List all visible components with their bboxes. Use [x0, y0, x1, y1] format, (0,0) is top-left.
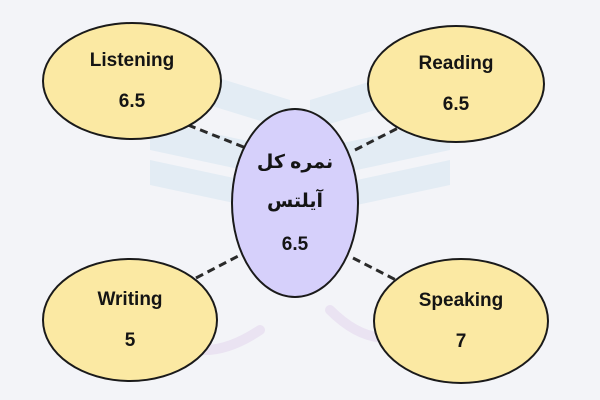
total-score-title-line2: آیلتس	[266, 190, 324, 212]
total-score-value: 6.5	[281, 233, 309, 255]
speaking-node: Speaking 7	[373, 258, 549, 384]
reading-score: 6.5	[442, 94, 470, 115]
speaking-score: 7	[455, 331, 467, 352]
listening-label: Listening	[89, 50, 175, 71]
total-score-title-line1: نمره کل	[256, 151, 334, 173]
writing-score: 5	[124, 330, 136, 351]
listening-score: 6.5	[118, 91, 146, 112]
speaking-label: Speaking	[418, 290, 504, 311]
connector-listening	[187, 123, 247, 150]
writing-label: Writing	[97, 289, 163, 310]
connector-reading	[354, 123, 405, 152]
writing-node: Writing 5	[42, 258, 218, 382]
listening-node: Listening 6.5	[42, 22, 222, 140]
reading-node: Reading 6.5	[367, 25, 545, 143]
connector-writing	[195, 251, 245, 280]
total-score-node: نمره کل آیلتس 6.5	[231, 108, 359, 298]
connector-speaking	[352, 256, 397, 282]
reading-label: Reading	[418, 53, 494, 74]
